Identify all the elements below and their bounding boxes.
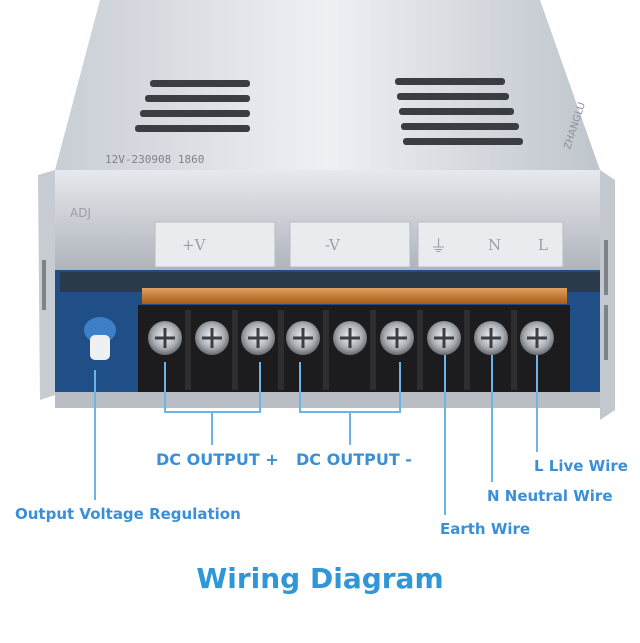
- terminal-divider: [278, 310, 284, 390]
- l-marking: L: [538, 236, 548, 254]
- vents-left: [135, 80, 250, 132]
- terminal-divider: [185, 310, 191, 390]
- terminal-divider: [323, 310, 329, 390]
- minus-v-marking: -V: [325, 236, 341, 254]
- dc-output-minus-label: DC OUTPUT -: [296, 450, 412, 469]
- dc-output-plus-label: DC OUTPUT +: [156, 450, 279, 469]
- copper-strip: [142, 288, 567, 304]
- vents-right: [395, 78, 523, 145]
- terminal-divider: [232, 310, 238, 390]
- case-left-side: [38, 170, 55, 400]
- diagram-title: Wiring Diagram: [196, 562, 444, 595]
- plus-v-marking: +V: [182, 236, 207, 254]
- earth-marking: ⏚: [430, 237, 447, 257]
- adj-marking: ADJ: [70, 206, 91, 220]
- callout-lines: [94, 355, 538, 515]
- terminal-divider: [464, 310, 470, 390]
- terminal-divider: [417, 310, 423, 390]
- live-wire-label: L Live Wire: [534, 457, 628, 475]
- model-code: 12V-230908 1860: [105, 153, 204, 166]
- output-voltage-regulation-label: Output Voltage Regulation: [15, 505, 241, 523]
- terminal-divider: [511, 310, 517, 390]
- n-marking: N: [488, 236, 501, 254]
- terminal-divider: [370, 310, 376, 390]
- earth-wire-label: Earth Wire: [440, 520, 531, 538]
- neutral-wire-label: N Neutral Wire: [487, 487, 613, 505]
